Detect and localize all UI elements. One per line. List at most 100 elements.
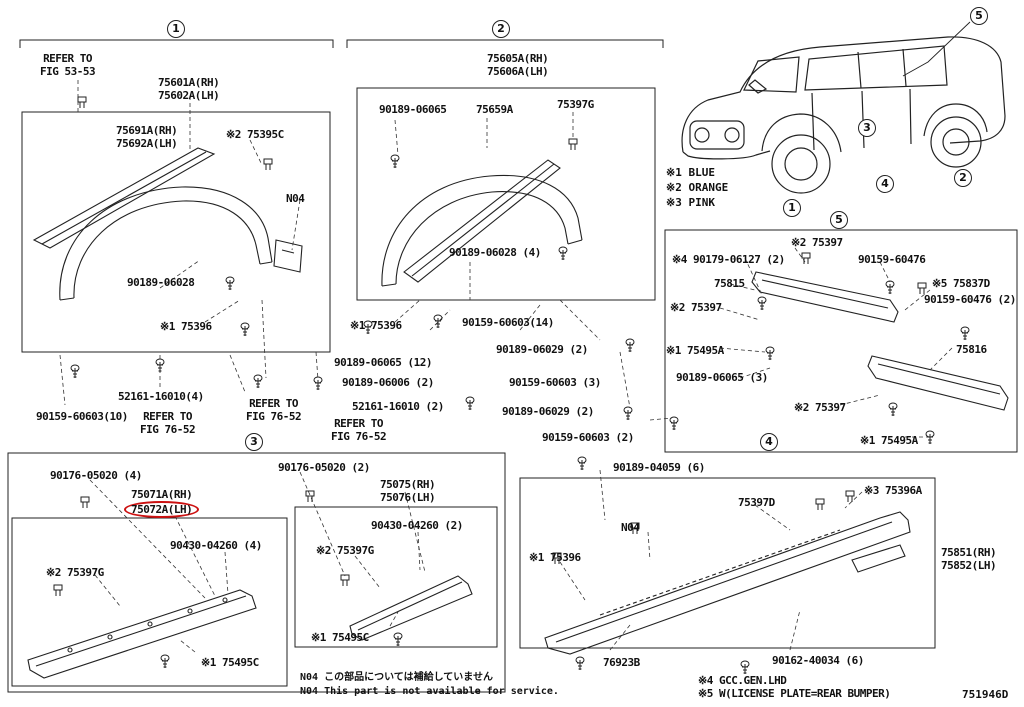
label-90189-04059-6: 90189-04059 (6)	[613, 461, 705, 474]
screw-icon	[393, 632, 403, 647]
label-75397-a: ※2 75397	[791, 236, 843, 249]
label-75815: 75815	[714, 277, 745, 290]
section4-box	[519, 477, 936, 649]
label-75495a-a: ※1 75495A	[666, 344, 724, 357]
label-refer-fig-76-52-b: REFER TO FIG 76-52	[246, 397, 302, 423]
clip-icon	[340, 574, 350, 587]
screw-icon	[625, 338, 635, 353]
section1-box	[21, 111, 331, 353]
side-moulding-lh-drawing	[27, 589, 257, 679]
screw-icon	[740, 660, 750, 675]
label-75851-75852: 75851(RH) 75852(LH)	[941, 546, 997, 572]
label-90430-04260-4: 90430-04260 (4)	[170, 539, 262, 552]
label-75071a: 75071A(RH)	[131, 488, 193, 501]
doc-number: 751946D	[962, 688, 1009, 701]
label-75072a-highlighted: 75072A(LH)	[124, 501, 200, 518]
section4-marker: 4	[760, 433, 778, 451]
label-75397-b: ※2 75397	[670, 301, 722, 314]
screw-icon	[155, 358, 165, 373]
label-75075-75076: 75075(RH) 75076(LH)	[380, 478, 436, 504]
screw-icon	[669, 416, 679, 431]
label-75397g-s3: ※2 75397G	[46, 566, 104, 579]
screw-icon	[240, 322, 250, 337]
label-90176-05020-4: 90176-05020 (4)	[50, 469, 142, 482]
clip-icon	[568, 138, 578, 151]
section-frames	[7, 39, 1018, 693]
section3-inner-right-box	[294, 506, 498, 648]
label-gcc-gen-lhd: ※4 GCC.GEN.LHD	[698, 674, 787, 687]
screw-icon	[558, 246, 568, 261]
screw-icon	[70, 364, 80, 379]
label-52161-16010-4: 52161-16010(4)	[118, 390, 204, 403]
screw-icon	[390, 154, 400, 169]
label-90176-05020-2: 90176-05020 (2)	[278, 461, 370, 474]
screw-icon	[465, 396, 475, 411]
label-90159-60476-2: 90159-60476 (2)	[924, 293, 1016, 306]
screw-icon	[253, 374, 263, 389]
screw-icon	[765, 346, 775, 361]
label-refer-fig-53-53: REFER TO FIG 53-53	[40, 52, 96, 78]
section3-box	[7, 452, 506, 693]
label-52161-16010-2: 52161-16010 (2)	[352, 400, 444, 413]
screw-icon	[888, 402, 898, 417]
label-refer-fig-76-52-c: REFER TO FIG 76-52	[331, 417, 387, 443]
label-75397g-s2: 75397G	[557, 98, 594, 111]
label-75605a-75606a: 75605A(RH) 75606A(LH)	[487, 52, 549, 78]
label-90189-06006-2: 90189-06006 (2)	[342, 376, 434, 389]
section1-bracket	[19, 39, 334, 48]
label-75396-s1: ※1 75396	[160, 320, 212, 333]
screw-icon	[925, 430, 935, 445]
legend-orange: ※2 ORANGE	[666, 181, 729, 194]
label-90189-06029-2a: 90189-06029 (2)	[496, 343, 588, 356]
label-90430-04260-2: 90430-04260 (2)	[371, 519, 463, 532]
label-75659a: 75659A	[476, 103, 513, 116]
label-75837d: ※5 75837D	[932, 277, 990, 290]
label-n04-s1: N04	[286, 192, 305, 205]
label-license-plate-note: ※5 W(LICENSE PLATE=REAR BUMPER)	[698, 687, 891, 700]
label-90159-60603-10: 90159-60603(10)	[36, 410, 128, 423]
label-90179-06127-2: ※4 90179-06127 (2)	[672, 253, 785, 266]
label-90159-60603-3: 90159-60603 (3)	[509, 376, 601, 389]
screw-icon	[623, 406, 633, 421]
section3-inner-left-box	[11, 517, 288, 687]
clip-icon	[77, 96, 87, 109]
screw-icon	[885, 280, 895, 295]
vehicle-marker-1: 1	[783, 199, 801, 217]
leader-lines	[59, 78, 953, 653]
label-75691a-75692a: 75691A(RH) 75692A(LH)	[116, 124, 178, 150]
rear-fender-flare-drawing	[32, 147, 303, 301]
label-76923b: 76923B	[603, 656, 640, 669]
rocker-moulding-drawing	[544, 511, 911, 655]
note-english: N04 This part is not available for servi…	[300, 686, 559, 697]
clip-icon	[801, 252, 811, 265]
label-90159-60476: 90159-60476	[858, 253, 926, 266]
clip-icon	[305, 490, 315, 503]
label-75495c-s3: ※1 75495C	[201, 656, 259, 669]
label-90189-06065-3: 90189-06065 (3)	[676, 371, 768, 384]
front-fender-flare-drawing	[381, 159, 583, 287]
clip-icon	[263, 158, 273, 171]
label-75397d: 75397D	[738, 496, 775, 509]
label-75495a-b: ※1 75495A	[860, 434, 918, 447]
legend-blue: ※1 BLUE	[666, 166, 715, 179]
label-90159-60603-14: 90159-60603(14)	[462, 316, 554, 329]
rear-moulding-upper-drawing	[751, 271, 899, 323]
clip-icon	[80, 496, 90, 509]
label-n04-s4: N04	[621, 521, 640, 534]
section2-marker: 2	[492, 20, 510, 38]
label-75396-s2: ※1 75396	[350, 319, 402, 332]
label-refer-fig-76-52-a: REFER TO FIG 76-52	[140, 410, 196, 436]
label-75397-c: ※2 75397	[794, 401, 846, 414]
screw-icon	[960, 326, 970, 341]
section5-marker: 5	[830, 211, 848, 229]
label-75396a: ※3 75396A	[864, 484, 922, 497]
vehicle-marker-3: 3	[858, 119, 876, 137]
section2-box	[356, 87, 656, 301]
label-90189-06029-2b: 90189-06029 (2)	[502, 405, 594, 418]
screw-icon	[577, 456, 587, 471]
section5-top-marker: 5	[970, 7, 988, 25]
label-75601a-75602a: 75601A(RH) 75602A(LH)	[158, 76, 220, 102]
label-90159-60603-2: 90159-60603 (2)	[542, 431, 634, 444]
screw-icon	[160, 654, 170, 669]
